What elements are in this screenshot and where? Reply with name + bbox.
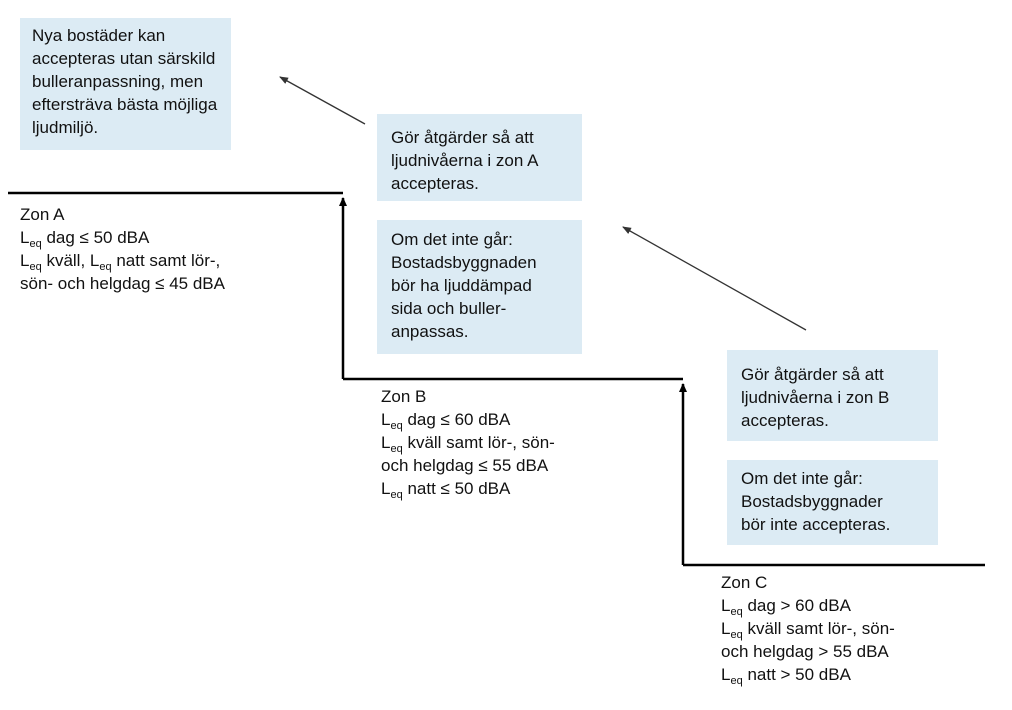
zone-line-text: kväll samt lör-, sön- (742, 619, 895, 638)
zone-title: Zon A (20, 205, 65, 224)
zone-line-text: sön- och helgdag ≤ 45 dBA (20, 274, 225, 293)
zone-line: och helgdag ≤ 55 dBA (381, 454, 555, 477)
zone-l-prefix: L (721, 665, 731, 684)
box-line: Bostadsbyggnaden (391, 253, 537, 272)
zone-l-sub: eq (390, 420, 403, 432)
zone-l-sub: eq (730, 606, 743, 618)
zone-line-text: och helgdag > 55 dBA (721, 642, 889, 661)
zone-l-sub: eq (29, 238, 42, 250)
box-zone-b-measures: Gör åtgärder så att ljudnivåerna i zon B… (727, 350, 938, 441)
zone-line-text: dag ≤ 50 dBA (41, 228, 150, 247)
zone-c-label: Zon C Leq dag > 60 dBA Leq kväll samt lö… (721, 571, 895, 687)
zone-line: Leq kväll samt lör-, sön- (381, 431, 555, 455)
arrow-to-zone-a-boxes (622, 226, 807, 331)
box-line: ljudmiljö. (32, 118, 99, 137)
zone-l-prefix: L (721, 596, 731, 615)
zone-l-sub: eq (390, 443, 403, 455)
box-line: ljudnivåerna i zon B (741, 388, 890, 407)
box-zone-a-fallback: Om det inte går: Bostadsbyggnaden bör ha… (377, 220, 582, 354)
box-line: sida och buller- (391, 299, 507, 318)
zone-l-prefix: L (381, 479, 391, 498)
zone-l-prefix: L (20, 228, 30, 247)
box-zone-b-fallback: Om det inte går: Bostadsbyggnader bör in… (727, 460, 938, 545)
arrow-to-top-box (279, 76, 366, 125)
zone-line-text: kväll, L (41, 251, 100, 270)
box-line: accepteras utan särskild (32, 49, 216, 68)
zone-line: Leq dag ≤ 60 dBA (381, 408, 555, 432)
zone-l-sub: eq (29, 261, 42, 273)
zone-line-text: dag > 60 dBA (742, 596, 851, 615)
zone-l-sub: eq (390, 489, 403, 501)
zone-b-label: Zon B Leq dag ≤ 60 dBA Leq kväll samt lö… (381, 385, 555, 501)
zone-l-sub: eq (99, 261, 112, 273)
zone-line: Leq kväll samt lör-, sön- (721, 617, 895, 641)
zone-title: Zon C (721, 573, 768, 592)
zone-line-text: natt > 50 dBA (742, 665, 851, 684)
box-line: accepteras. (741, 411, 829, 430)
box-line: Om det inte går: (391, 230, 513, 249)
zone-line-text: natt samt lör-, (111, 251, 221, 270)
zone-title: Zon B (381, 387, 427, 406)
zone-line: och helgdag > 55 dBA (721, 640, 895, 663)
box-line: Nya bostäder kan (32, 26, 166, 45)
box-line: bör ha ljuddämpad (391, 276, 532, 295)
box-line: bör inte accepteras. (741, 515, 891, 534)
box-zone-a-measures: Gör åtgärder så att ljudnivåerna i zon A… (377, 114, 582, 201)
zone-l-prefix: L (381, 433, 391, 452)
box-line: accepteras. (391, 174, 479, 193)
box-line: bulleranpassning, men (32, 72, 204, 91)
zone-a-label: Zon A Leq dag ≤ 50 dBA Leq kväll, Leq na… (20, 203, 225, 295)
zone-line: sön- och helgdag ≤ 45 dBA (20, 272, 225, 295)
box-new-housing: Nya bostäder kan accepteras utan särskil… (20, 18, 231, 150)
zone-line: Leq kväll, Leq natt samt lör-, (20, 249, 225, 273)
zone-line: Leq dag > 60 dBA (721, 594, 895, 618)
zone-line-text: och helgdag ≤ 55 dBA (381, 456, 549, 475)
box-line: anpassas. (391, 322, 469, 341)
zone-line: Leq dag ≤ 50 dBA (20, 226, 225, 250)
zone-l-sub: eq (730, 675, 743, 687)
zone-line-text: dag ≤ 60 dBA (402, 410, 511, 429)
zone-line: Leq natt > 50 dBA (721, 663, 895, 687)
box-line: Gör åtgärder så att (741, 365, 884, 384)
box-line: eftersträva bästa möjliga (32, 95, 218, 114)
box-line: Om det inte går: (741, 469, 863, 488)
box-line: Bostadsbyggnader (741, 492, 883, 511)
box-line: ljudnivåerna i zon A (391, 151, 539, 170)
zone-line-text: kväll samt lör-, sön- (402, 433, 555, 452)
zone-line-text: natt ≤ 50 dBA (402, 479, 511, 498)
box-line: Gör åtgärder så att (391, 128, 534, 147)
zone-line: Leq natt ≤ 50 dBA (381, 477, 555, 501)
zone-l-sub: eq (730, 629, 743, 641)
zone-l-prefix: L (721, 619, 731, 638)
zone-l-prefix: L (381, 410, 391, 429)
zone-l-prefix: L (20, 251, 30, 270)
